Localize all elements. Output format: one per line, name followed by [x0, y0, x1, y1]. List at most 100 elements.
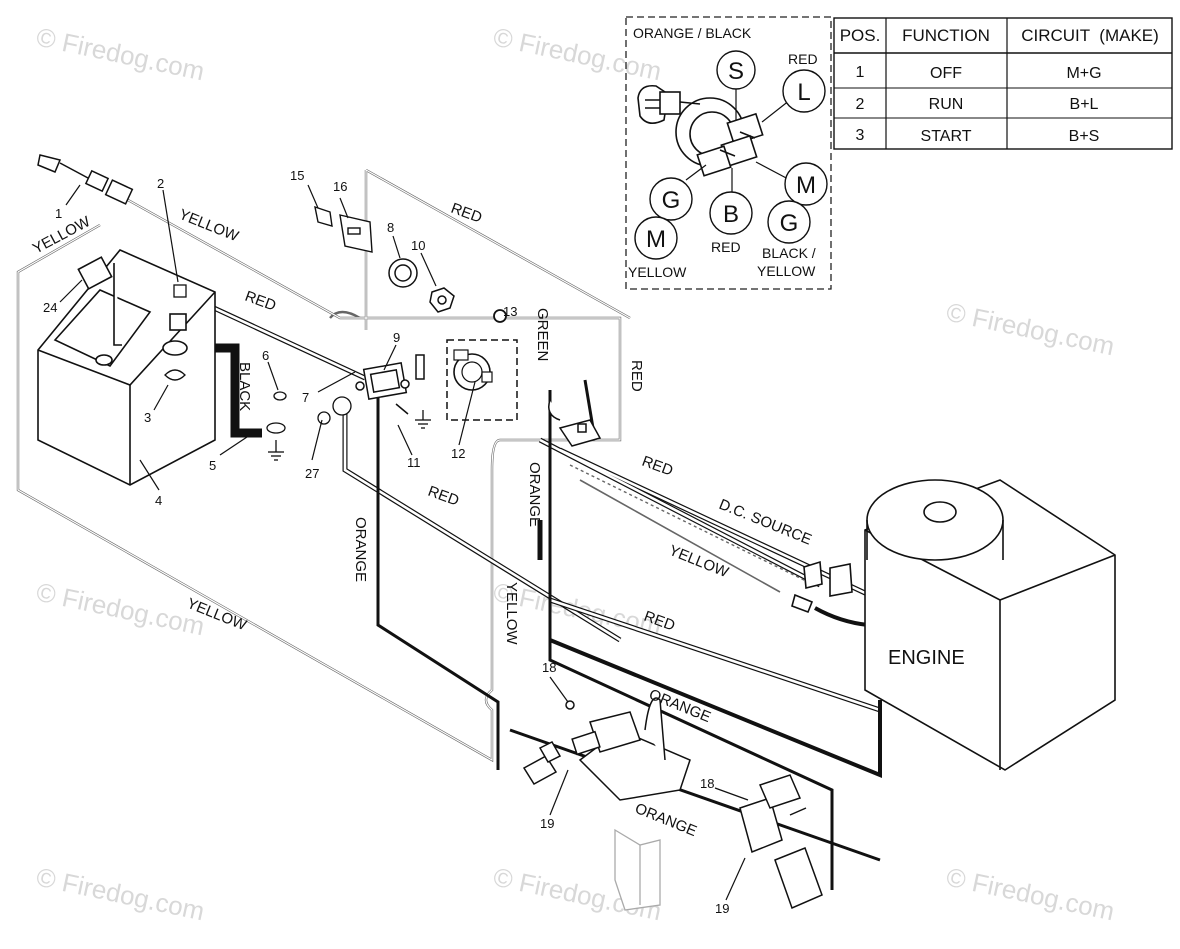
nut-icon: [273, 391, 287, 401]
inset-label-black-yellow-2: YELLOW: [757, 263, 816, 279]
table-row: 3 START B+S: [856, 127, 1100, 145]
inset-label-yellow: YELLOW: [628, 264, 687, 280]
wire-label-black: BLACK: [236, 362, 253, 411]
engine-label: ENGINE: [888, 647, 965, 669]
part-number: 19: [715, 901, 729, 916]
table-header-pos: POS.: [840, 26, 881, 45]
watermark: © Firedog.com: [34, 22, 207, 87]
watermark: © Firedog.com: [34, 862, 207, 927]
terminal-m-left: M: [634, 216, 678, 260]
inset-frame: [625, 16, 832, 290]
terminal-g-right: G: [767, 200, 811, 244]
terminal-l: L: [782, 69, 826, 113]
ignition-switch-inset: ORANGE / BLACK RED RED YELLOW BLACK / YE…: [625, 16, 832, 290]
wire-label-red: RED: [243, 288, 279, 315]
part-number: 5: [209, 458, 216, 473]
wire-label-orange: ORANGE: [352, 517, 369, 582]
wire-label-red: RED: [640, 453, 676, 480]
inset-label-black-yellow: BLACK /: [762, 245, 816, 261]
ignition-switch-part: [446, 309, 518, 421]
black-ground-cable: [205, 343, 262, 438]
terminal-m-right-label: M: [796, 172, 816, 199]
part-number: 10: [411, 238, 425, 253]
table-header-circuit: CIRCUIT (MAKE): [1021, 26, 1159, 45]
part-number: 16: [333, 179, 347, 194]
watermark: © Firedog.com: [944, 297, 1117, 362]
part-number: 18: [700, 776, 714, 791]
terminal-m-left-label: M: [646, 226, 666, 253]
part-number: 2: [157, 176, 164, 191]
terminal-l-label: L: [797, 79, 810, 106]
wire-label-green: GREEN: [534, 308, 551, 361]
part-number: 4: [155, 493, 162, 508]
part-number: 11: [407, 455, 421, 470]
table-row: 2 RUN B+L: [856, 96, 1099, 113]
battery-icon: [37, 249, 216, 486]
terminal-s-label: S: [728, 58, 744, 85]
harness-plug-icon: [37, 154, 134, 205]
wire-label-red: RED: [628, 360, 645, 392]
wire-label-yellow: YELLOW: [177, 206, 242, 245]
watermark: © Firedog.com: [944, 862, 1117, 927]
part-number: 24: [43, 300, 57, 315]
table-cell: B+S: [1069, 128, 1100, 145]
solenoid-icon: [355, 354, 425, 415]
engine-icon: [791, 479, 1116, 771]
watermarks: © Firedog.com © Firedog.com © Firedog.co…: [34, 22, 1117, 927]
part-number: 6: [262, 348, 269, 363]
table-cell: START: [921, 128, 972, 145]
seat-switch-icon: [522, 697, 691, 801]
table-cell: 3: [856, 127, 865, 144]
part-numbers: 1 2 3 4 5 6 7 8 9 10 11 12 13 15 16 18 1…: [43, 168, 729, 916]
terminal-b: B: [709, 191, 753, 235]
part-number: 1: [55, 206, 62, 221]
part-number: 3: [144, 410, 151, 425]
wire-label-yellow: YELLOW: [503, 582, 520, 645]
circuit-table: POS. FUNCTION CIRCUIT (MAKE) 1 OFF M+G 2…: [833, 17, 1173, 150]
terminal-b-label: B: [723, 201, 739, 228]
washer-icon: [266, 422, 286, 434]
watermark: © Firedog.com: [34, 577, 207, 642]
table-header-function: FUNCTION: [902, 26, 990, 45]
inset-label-orange-black: ORANGE / BLACK: [633, 25, 752, 41]
inset-label-red-bottom: RED: [711, 239, 741, 255]
terminal-g-right-label: G: [780, 210, 799, 237]
terminal-g-left: G: [649, 177, 693, 221]
table-cell: 2: [856, 96, 865, 113]
table-cell: OFF: [930, 65, 962, 82]
part-number: 8: [387, 220, 394, 235]
table-row: 1 OFF M+G: [856, 64, 1102, 82]
fuse-holder-icon: [314, 205, 373, 253]
table-cell: B+L: [1070, 96, 1099, 113]
ground-icon: [415, 410, 431, 429]
nut-icon: [317, 411, 331, 425]
part-number: 7: [302, 390, 309, 405]
table-cell: M+G: [1066, 65, 1101, 82]
part-number: 15: [290, 168, 304, 183]
part-number: 18: [542, 660, 556, 675]
part-number: 13: [503, 304, 517, 319]
wing-nut-icon: [164, 369, 186, 381]
inset-label-red-top: RED: [788, 51, 818, 67]
wire-label-orange: ORANGE: [526, 462, 543, 527]
connector-icon: [548, 399, 602, 447]
part-number: 9: [393, 330, 400, 345]
table-cell: 1: [856, 64, 865, 81]
part-number: 27: [305, 466, 319, 481]
ignition-switch-icon: [637, 84, 764, 177]
ground-icon: [268, 440, 284, 461]
terminal-m-right: M: [784, 162, 828, 206]
terminal-g-left-label: G: [662, 187, 681, 214]
part-number: 19: [540, 816, 554, 831]
bolt-icon: [173, 284, 187, 298]
bracket-icon: [614, 828, 661, 911]
table-cell: RUN: [929, 96, 964, 113]
wire-label-orange: ORANGE: [633, 800, 700, 840]
wire-label-red: RED: [449, 200, 485, 227]
wire-label-red: RED: [426, 483, 462, 510]
part-number: 12: [451, 446, 465, 461]
safety-switch-icon: [739, 774, 823, 910]
terminal-s: S: [716, 50, 756, 90]
washer-icon: [332, 396, 352, 416]
